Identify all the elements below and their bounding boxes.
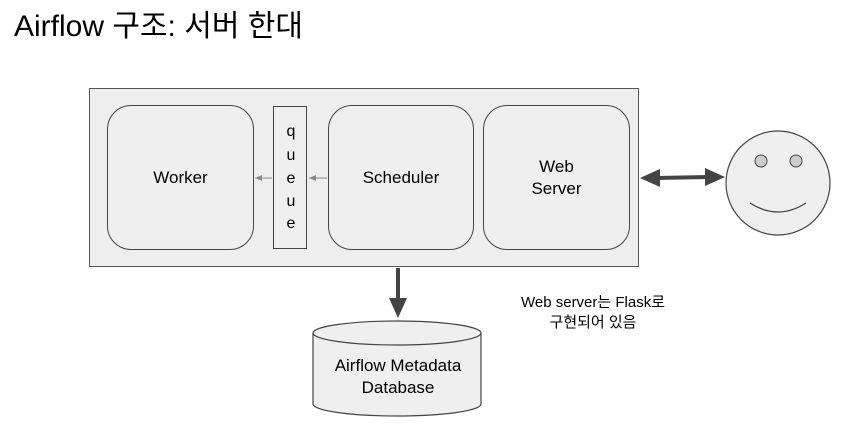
- scheduler-node: Scheduler: [328, 105, 474, 250]
- queue-letter: u: [286, 193, 296, 210]
- scheduler-label: Scheduler: [362, 167, 440, 187]
- smiley-face-icon: [725, 130, 831, 236]
- queue-letter: e: [286, 215, 296, 232]
- worker-node: Worker: [107, 105, 254, 250]
- queue-letter: u: [286, 147, 296, 164]
- database-label-line2: Database: [361, 378, 435, 397]
- web-server-label-line2: Server: [531, 178, 582, 198]
- database-label: Airflow Metadata Database: [316, 355, 480, 399]
- database-label-line1: Airflow Metadata: [334, 356, 462, 375]
- web-server-label-line1: Web: [539, 156, 574, 176]
- server-to-database-arrow: [389, 268, 407, 318]
- queue-node: q u e u e: [273, 106, 307, 249]
- web-server-user-arrow: [640, 168, 725, 187]
- queue-letter: q: [286, 123, 296, 140]
- queue-letter: e: [286, 170, 296, 187]
- note-text: Web server는 Flask로 구현되어 있음: [486, 293, 700, 333]
- web-server-node: Web Server: [483, 105, 630, 250]
- database-cylinder: [312, 320, 482, 417]
- worker-label: Worker: [153, 167, 208, 187]
- note-line1: Web server는 Flask로: [520, 294, 666, 311]
- page-title: Airflow 구조: 서버 한대: [14, 10, 303, 43]
- note-line2: 구현되어 있음: [549, 314, 637, 331]
